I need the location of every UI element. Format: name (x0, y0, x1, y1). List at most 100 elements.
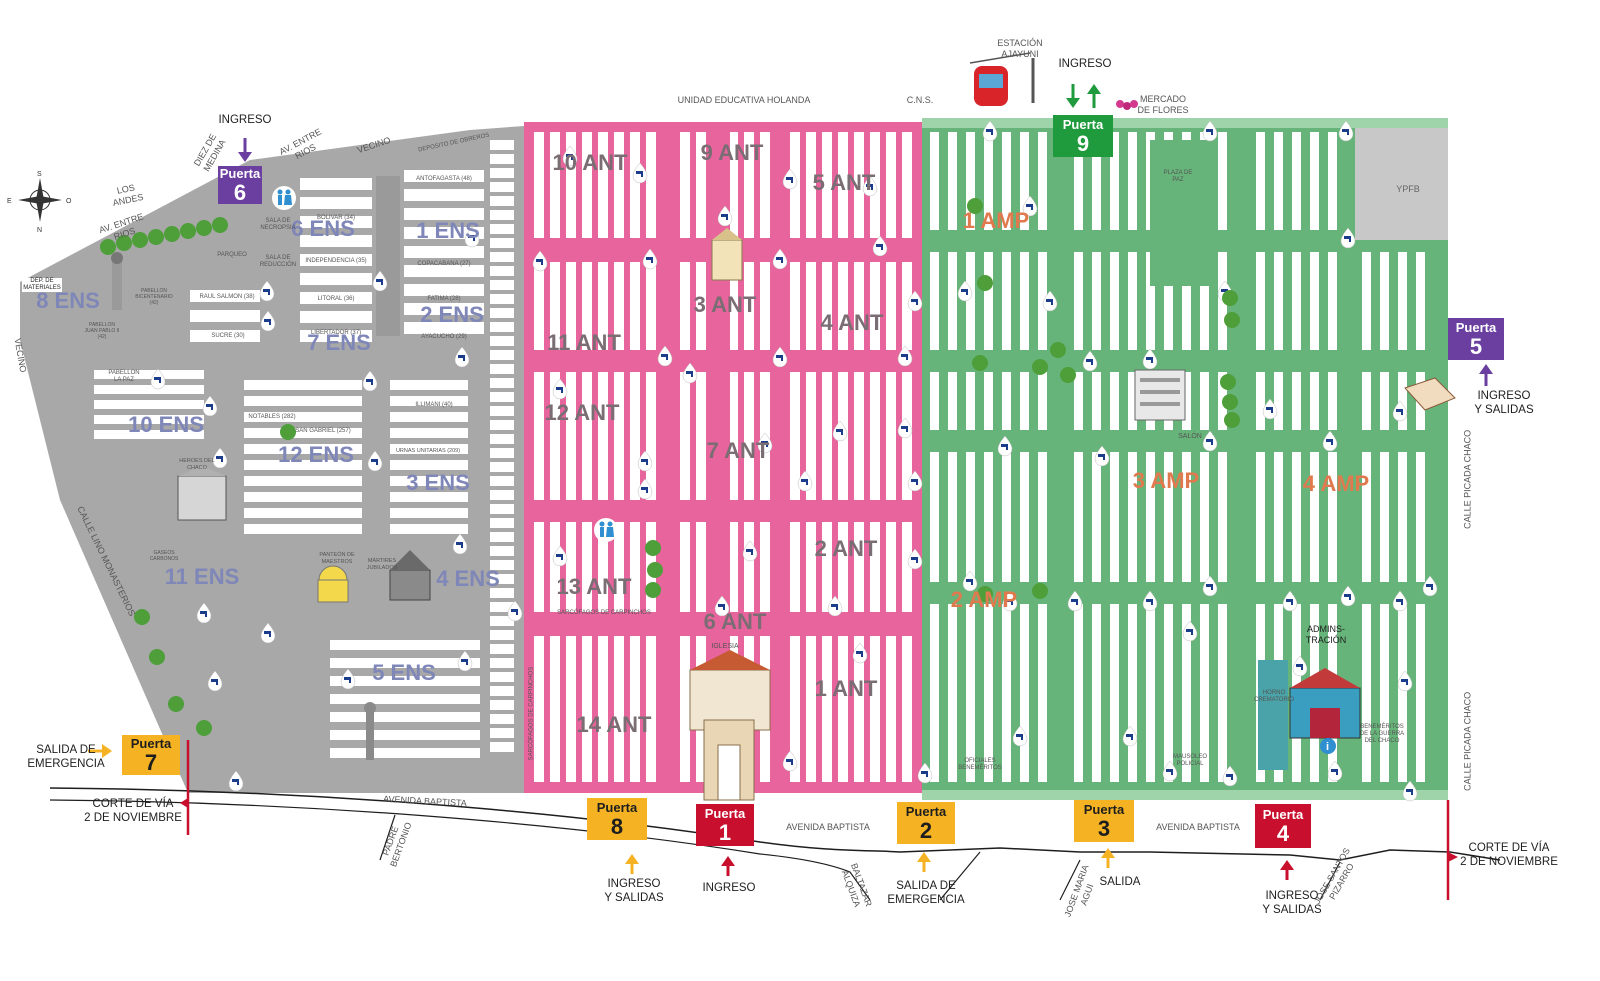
access-label-3: SALIDA (1099, 876, 1141, 888)
door-6[interactable]: Puerta 6 (218, 166, 262, 204)
water-tap-icon (507, 600, 523, 622)
amp-block (966, 452, 975, 582)
statue-icon (111, 252, 123, 310)
pavilion-label: LITORAL (36) (317, 296, 355, 302)
door-2[interactable]: Puerta 2 (897, 802, 955, 844)
water-tap-icon (454, 346, 470, 368)
door-8[interactable]: Puerta 8 (587, 798, 647, 840)
amp-block (984, 372, 993, 430)
ens-block (490, 742, 514, 752)
water-tap-icon (797, 470, 813, 492)
amp-block (1110, 604, 1119, 782)
ant-block (854, 636, 864, 782)
door-label: Puerta (596, 799, 638, 815)
amp-block (1002, 372, 1011, 430)
sala-necropsia-label: SALA DE NECROPSIA (260, 218, 296, 232)
water-tap-icon (827, 595, 843, 617)
ens-block (490, 490, 514, 500)
amp-block (948, 132, 957, 230)
tree-icon (1050, 342, 1066, 358)
amp-block (1200, 372, 1209, 430)
ant-block (822, 132, 832, 238)
svg-text:E: E (7, 198, 12, 205)
ant-block (744, 372, 754, 500)
water-tap-icon (897, 417, 913, 439)
ens-block (390, 492, 468, 502)
arrow-up-icon (917, 852, 931, 872)
ant-block (902, 636, 912, 782)
water-tap-icon (1182, 620, 1198, 642)
ant-block (838, 262, 848, 350)
ens-road (376, 176, 400, 336)
ant-block (886, 372, 896, 500)
pavilion-label: SUCRE (30) (211, 333, 245, 339)
door-9[interactable]: Puerta 9 (1053, 115, 1113, 157)
amp-block (1128, 252, 1137, 350)
ens-block (244, 524, 362, 534)
amp-block (1074, 604, 1083, 782)
amp-road (922, 118, 1448, 128)
ens-block (490, 462, 514, 472)
ens-block (300, 330, 372, 342)
door-1[interactable]: Puerta 1 (696, 804, 754, 846)
water-tap-icon (562, 145, 578, 167)
ant-block (566, 262, 576, 350)
amp-block (1038, 372, 1047, 430)
ant-block (902, 522, 912, 612)
amp-block (1292, 452, 1301, 582)
pavilion-label: MÁRTIRES JUBILADOS (366, 558, 398, 571)
ant-block (534, 636, 544, 782)
amp-block (1020, 604, 1029, 782)
ens-block (490, 154, 514, 164)
ens-block (330, 640, 480, 650)
ant-block (728, 262, 738, 350)
tree-icon (1224, 312, 1240, 328)
ant-block (550, 262, 560, 350)
side-road-4 (1319, 861, 1341, 901)
water-tap-icon (862, 175, 878, 197)
ens-block (390, 428, 468, 438)
ens-block (300, 311, 372, 323)
door-3[interactable]: Puerta 3 (1074, 800, 1134, 842)
amp-block (1128, 604, 1137, 782)
door-5[interactable]: Puerta 5 (1448, 318, 1504, 360)
water-tap-icon (1392, 400, 1408, 422)
door-7[interactable]: Puerta 7 (122, 735, 180, 775)
amp-block (930, 252, 939, 350)
ant-block (598, 522, 608, 612)
amp-block (1328, 132, 1337, 230)
ens-block (490, 406, 514, 416)
ant-block (646, 132, 656, 238)
ant-block (838, 132, 848, 238)
ens-block (490, 294, 514, 304)
pavilion-label: GASEOS CARBONOS (149, 550, 179, 562)
ens-block (490, 182, 514, 192)
ant-block (806, 522, 816, 612)
ens-block (300, 235, 372, 247)
amp-block (1146, 452, 1155, 582)
svg-text:S: S (37, 171, 42, 178)
amp-block (1380, 452, 1389, 582)
water-tap-icon (1340, 585, 1356, 607)
ens-block (490, 140, 514, 150)
flag-icon (1448, 852, 1458, 862)
tree-icon (212, 217, 228, 233)
ens-block (490, 210, 514, 220)
ant-block (534, 522, 544, 612)
tree-icon (1224, 412, 1240, 428)
amp-block (1164, 252, 1173, 350)
amp-block (966, 132, 975, 230)
pavilion-label: ANTOFAGASTA (48) (416, 176, 472, 182)
water-tap-icon (1262, 398, 1278, 420)
water-tap-icon (452, 533, 468, 555)
amp-block (1092, 252, 1101, 350)
water-tap-icon (832, 420, 848, 442)
door-4[interactable]: Puerta 4 (1255, 804, 1311, 848)
water-tap-icon (1292, 655, 1308, 677)
amp-block (1256, 452, 1265, 582)
ens-block (330, 730, 480, 740)
restroom-icon (272, 186, 296, 210)
ant-block (760, 132, 770, 238)
ant-block (838, 636, 848, 782)
section-label-ant: 9 ANT (701, 140, 764, 165)
